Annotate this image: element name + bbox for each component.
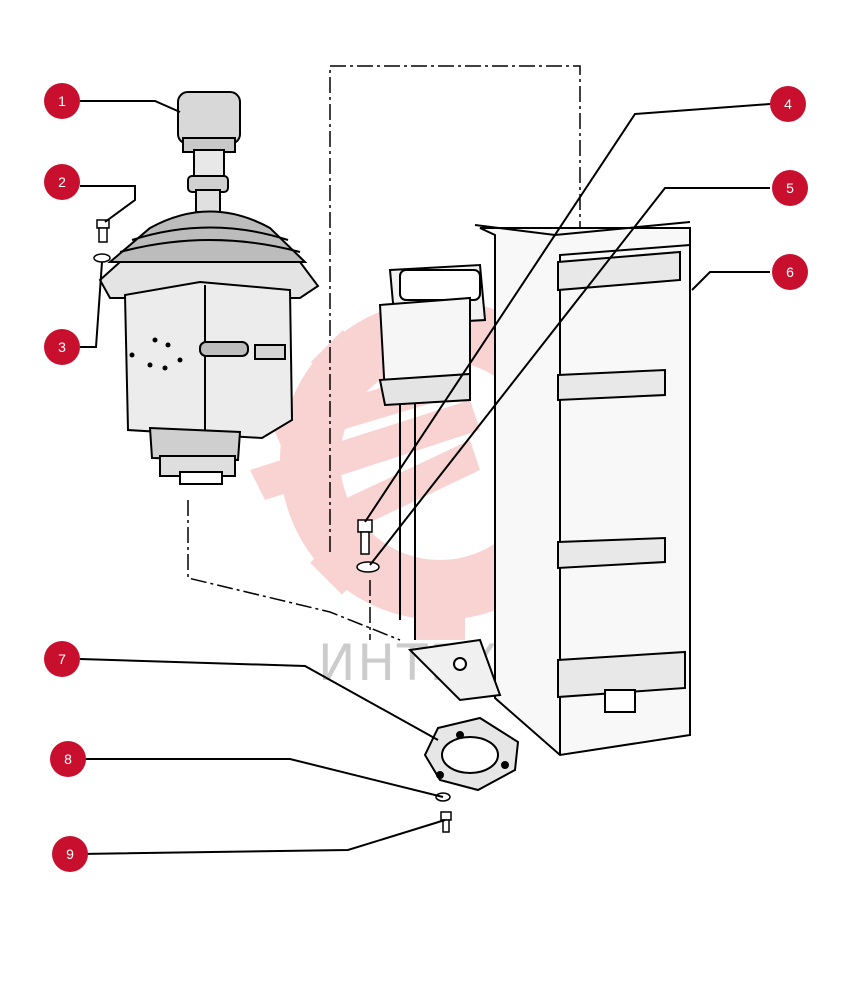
- callout-5: 5: [772, 170, 808, 206]
- bolt-and-washer-side: [356, 519, 380, 573]
- assembly-connector-lines: [187, 65, 581, 641]
- callout-6: 6: [772, 254, 808, 290]
- bolt-and-washer-bottom: [435, 792, 452, 833]
- svg-text:3: 3: [58, 339, 66, 355]
- joystick-assembly: [98, 91, 320, 485]
- svg-text:6: 6: [786, 264, 794, 280]
- svg-text:9: 9: [66, 846, 74, 862]
- svg-text:7: 7: [58, 651, 66, 667]
- callout-8: 8: [50, 741, 86, 777]
- flange-plate: [423, 716, 520, 792]
- housing-bracket: [378, 221, 691, 757]
- callout-1: 1: [44, 83, 80, 119]
- bolt-and-washer-top: [93, 219, 111, 263]
- callout-4: 4: [770, 86, 806, 122]
- svg-text:8: 8: [64, 751, 72, 767]
- callout-2: 2: [44, 164, 80, 200]
- callout-3: 3: [44, 329, 80, 365]
- svg-text:4: 4: [784, 96, 792, 112]
- leader-lines: [79, 100, 771, 855]
- svg-text:2: 2: [58, 174, 66, 190]
- callout-7: 7: [44, 641, 80, 677]
- svg-text:1: 1: [58, 93, 66, 109]
- svg-text:5: 5: [786, 180, 794, 196]
- callout-9: 9: [52, 836, 88, 872]
